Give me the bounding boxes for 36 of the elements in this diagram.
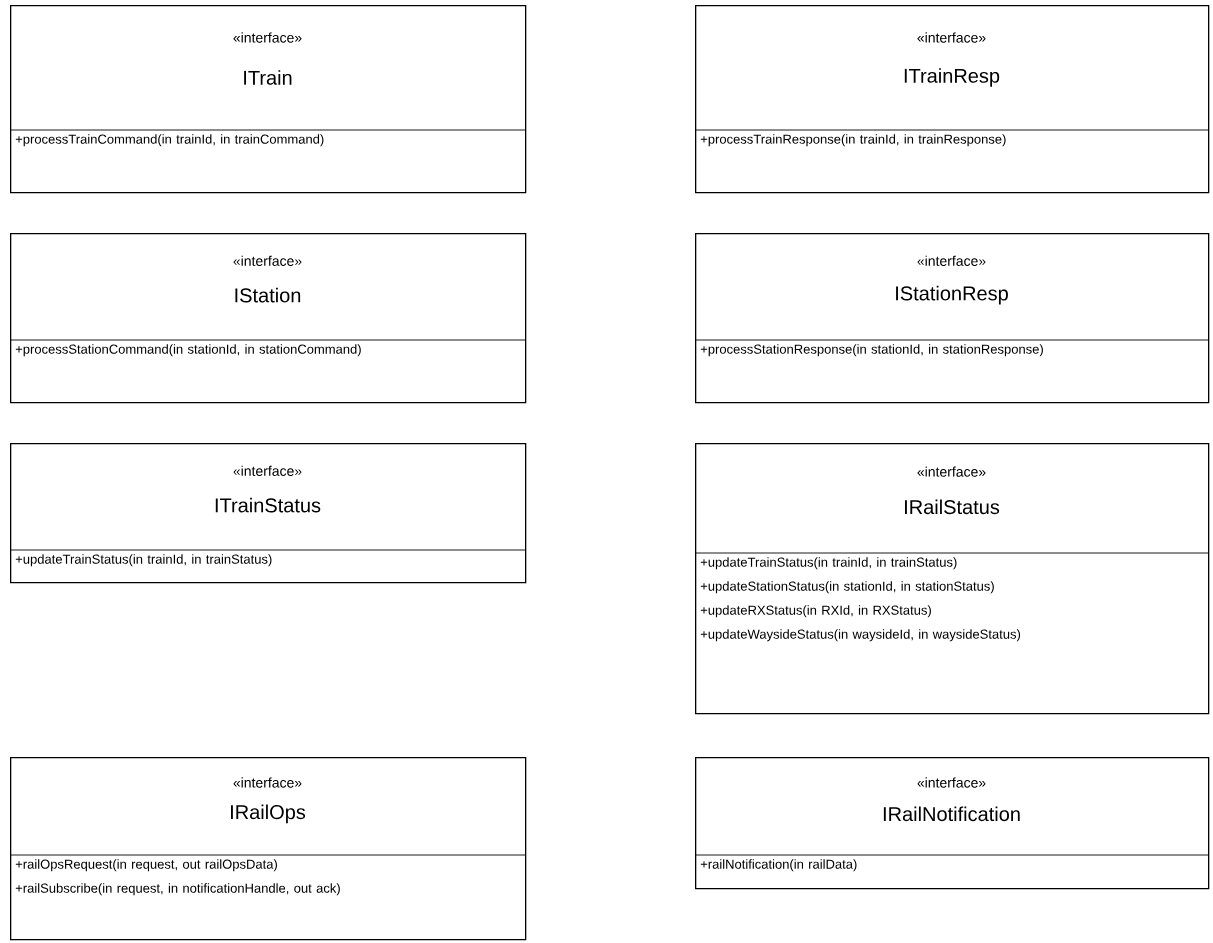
interface-name: IStationResp (896, 285, 1008, 305)
interface-box (694, 443, 1210, 715)
operation-text: +processTrainCommand(in trainId, in trainCommand) (15, 134, 324, 147)
stereotype-label: «interface» (233, 777, 302, 788)
interface-name: ITrain (244, 70, 292, 85)
interface-box (694, 233, 1210, 404)
operation-text: +updateWaysideStatus(in waysideId, in waysideStatus) (700, 629, 1021, 642)
operation-text: +updateTrainStatus(in trainId, in trainStatus) (700, 557, 957, 570)
stereotype-label: «interface» (233, 465, 302, 476)
operation-text: +railOpsRequest(in request, out railOpsData) (15, 859, 277, 872)
operation-text: +processStationCommand(in stationId, in stationCommand) (15, 344, 361, 357)
stereotype-label: «interface» (917, 255, 986, 266)
interface-box (9, 233, 527, 404)
operation-text: +updateTrainStatus(in trainId, in trainStatus) (15, 554, 272, 567)
interface-name: IRailOps (231, 804, 306, 824)
operation-text: +processTrainResponse(in trainId, in trainResponse) (700, 134, 1006, 147)
operation-text: +railNotification(in railData) (700, 859, 857, 872)
interface-name: ITrainResp (904, 68, 1000, 87)
operation-text: +updateStationStatus(in stationId, in stationStatus) (700, 581, 994, 594)
stereotype-label: «interface» (917, 777, 986, 788)
stereotype-label: «interface» (917, 32, 986, 43)
interface-box (9, 5, 527, 194)
interface-name: IRailNotification (883, 806, 1020, 822)
interface-name: IRailStatus (905, 499, 1000, 515)
operation-text: +updateRXStatus(in RXId, in RXStatus) (700, 605, 931, 618)
interface-box (9, 443, 527, 584)
interface-box (9, 757, 527, 941)
stereotype-label: «interface» (233, 32, 302, 43)
stereotype-label: «interface» (233, 255, 302, 266)
operation-text: +processStationResponse(in stationId, in stationResponse) (700, 344, 1043, 357)
operation-text: +railSubscribe(in request, in notificationHandle, out ack) (15, 883, 340, 896)
interface-name: IStation (235, 287, 301, 303)
stereotype-label: «interface» (917, 466, 986, 477)
interface-name: ITrainStatus (215, 497, 321, 513)
interface-box (694, 757, 1210, 890)
interface-box (694, 5, 1210, 194)
